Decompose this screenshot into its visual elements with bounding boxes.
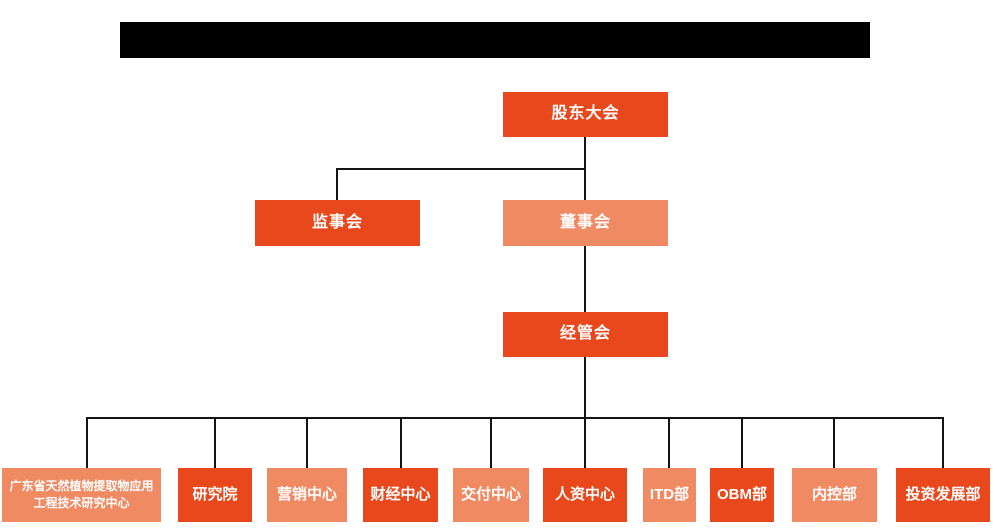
connector-directors-management [584, 246, 586, 312]
connector-level2-horizontal [336, 168, 586, 170]
org-node-investment-development-dept: 投资发展部 [896, 468, 990, 522]
redacted-title-bar [120, 22, 870, 58]
org-node-directors: 董事会 [503, 200, 668, 246]
org-node-research-center: 广东省天然植物提取物应用工程技术研究中心 [2, 468, 161, 522]
connector-directors-drop [584, 168, 586, 200]
org-node-obm-dept: OBM部 [710, 468, 774, 522]
connector-drop-obm-dept [741, 417, 743, 468]
connector-drop-investment-development-dept [942, 417, 944, 468]
org-node-management: 经管会 [503, 312, 668, 357]
org-node-itd-dept: ITD部 [643, 468, 696, 522]
org-node-internal-control-dept: 内控部 [792, 468, 877, 522]
connector-bottom-bus [86, 417, 944, 419]
org-node-supervisors: 监事会 [255, 200, 420, 246]
org-node-shareholders: 股东大会 [503, 92, 668, 137]
connector-drop-delivery-center [490, 417, 492, 468]
connector-drop-marketing-center [306, 417, 308, 468]
connector-drop-research-center [86, 417, 88, 468]
org-node-research-institute: 研究院 [178, 468, 252, 522]
connector-management-bus [584, 357, 586, 418]
connector-drop-finance-center [400, 417, 402, 468]
org-node-marketing-center: 营销中心 [267, 468, 347, 522]
org-node-delivery-center: 交付中心 [453, 468, 529, 522]
connector-drop-internal-control-dept [833, 417, 835, 468]
connector-supervisors-drop [336, 168, 338, 200]
org-node-hr-center: 人资中心 [543, 468, 627, 522]
connector-drop-itd-dept [668, 417, 670, 468]
org-node-finance-center: 财经中心 [363, 468, 438, 522]
connector-drop-hr-center [584, 417, 586, 468]
connector-shareholders-down [584, 137, 586, 169]
connector-drop-research-institute [214, 417, 216, 468]
